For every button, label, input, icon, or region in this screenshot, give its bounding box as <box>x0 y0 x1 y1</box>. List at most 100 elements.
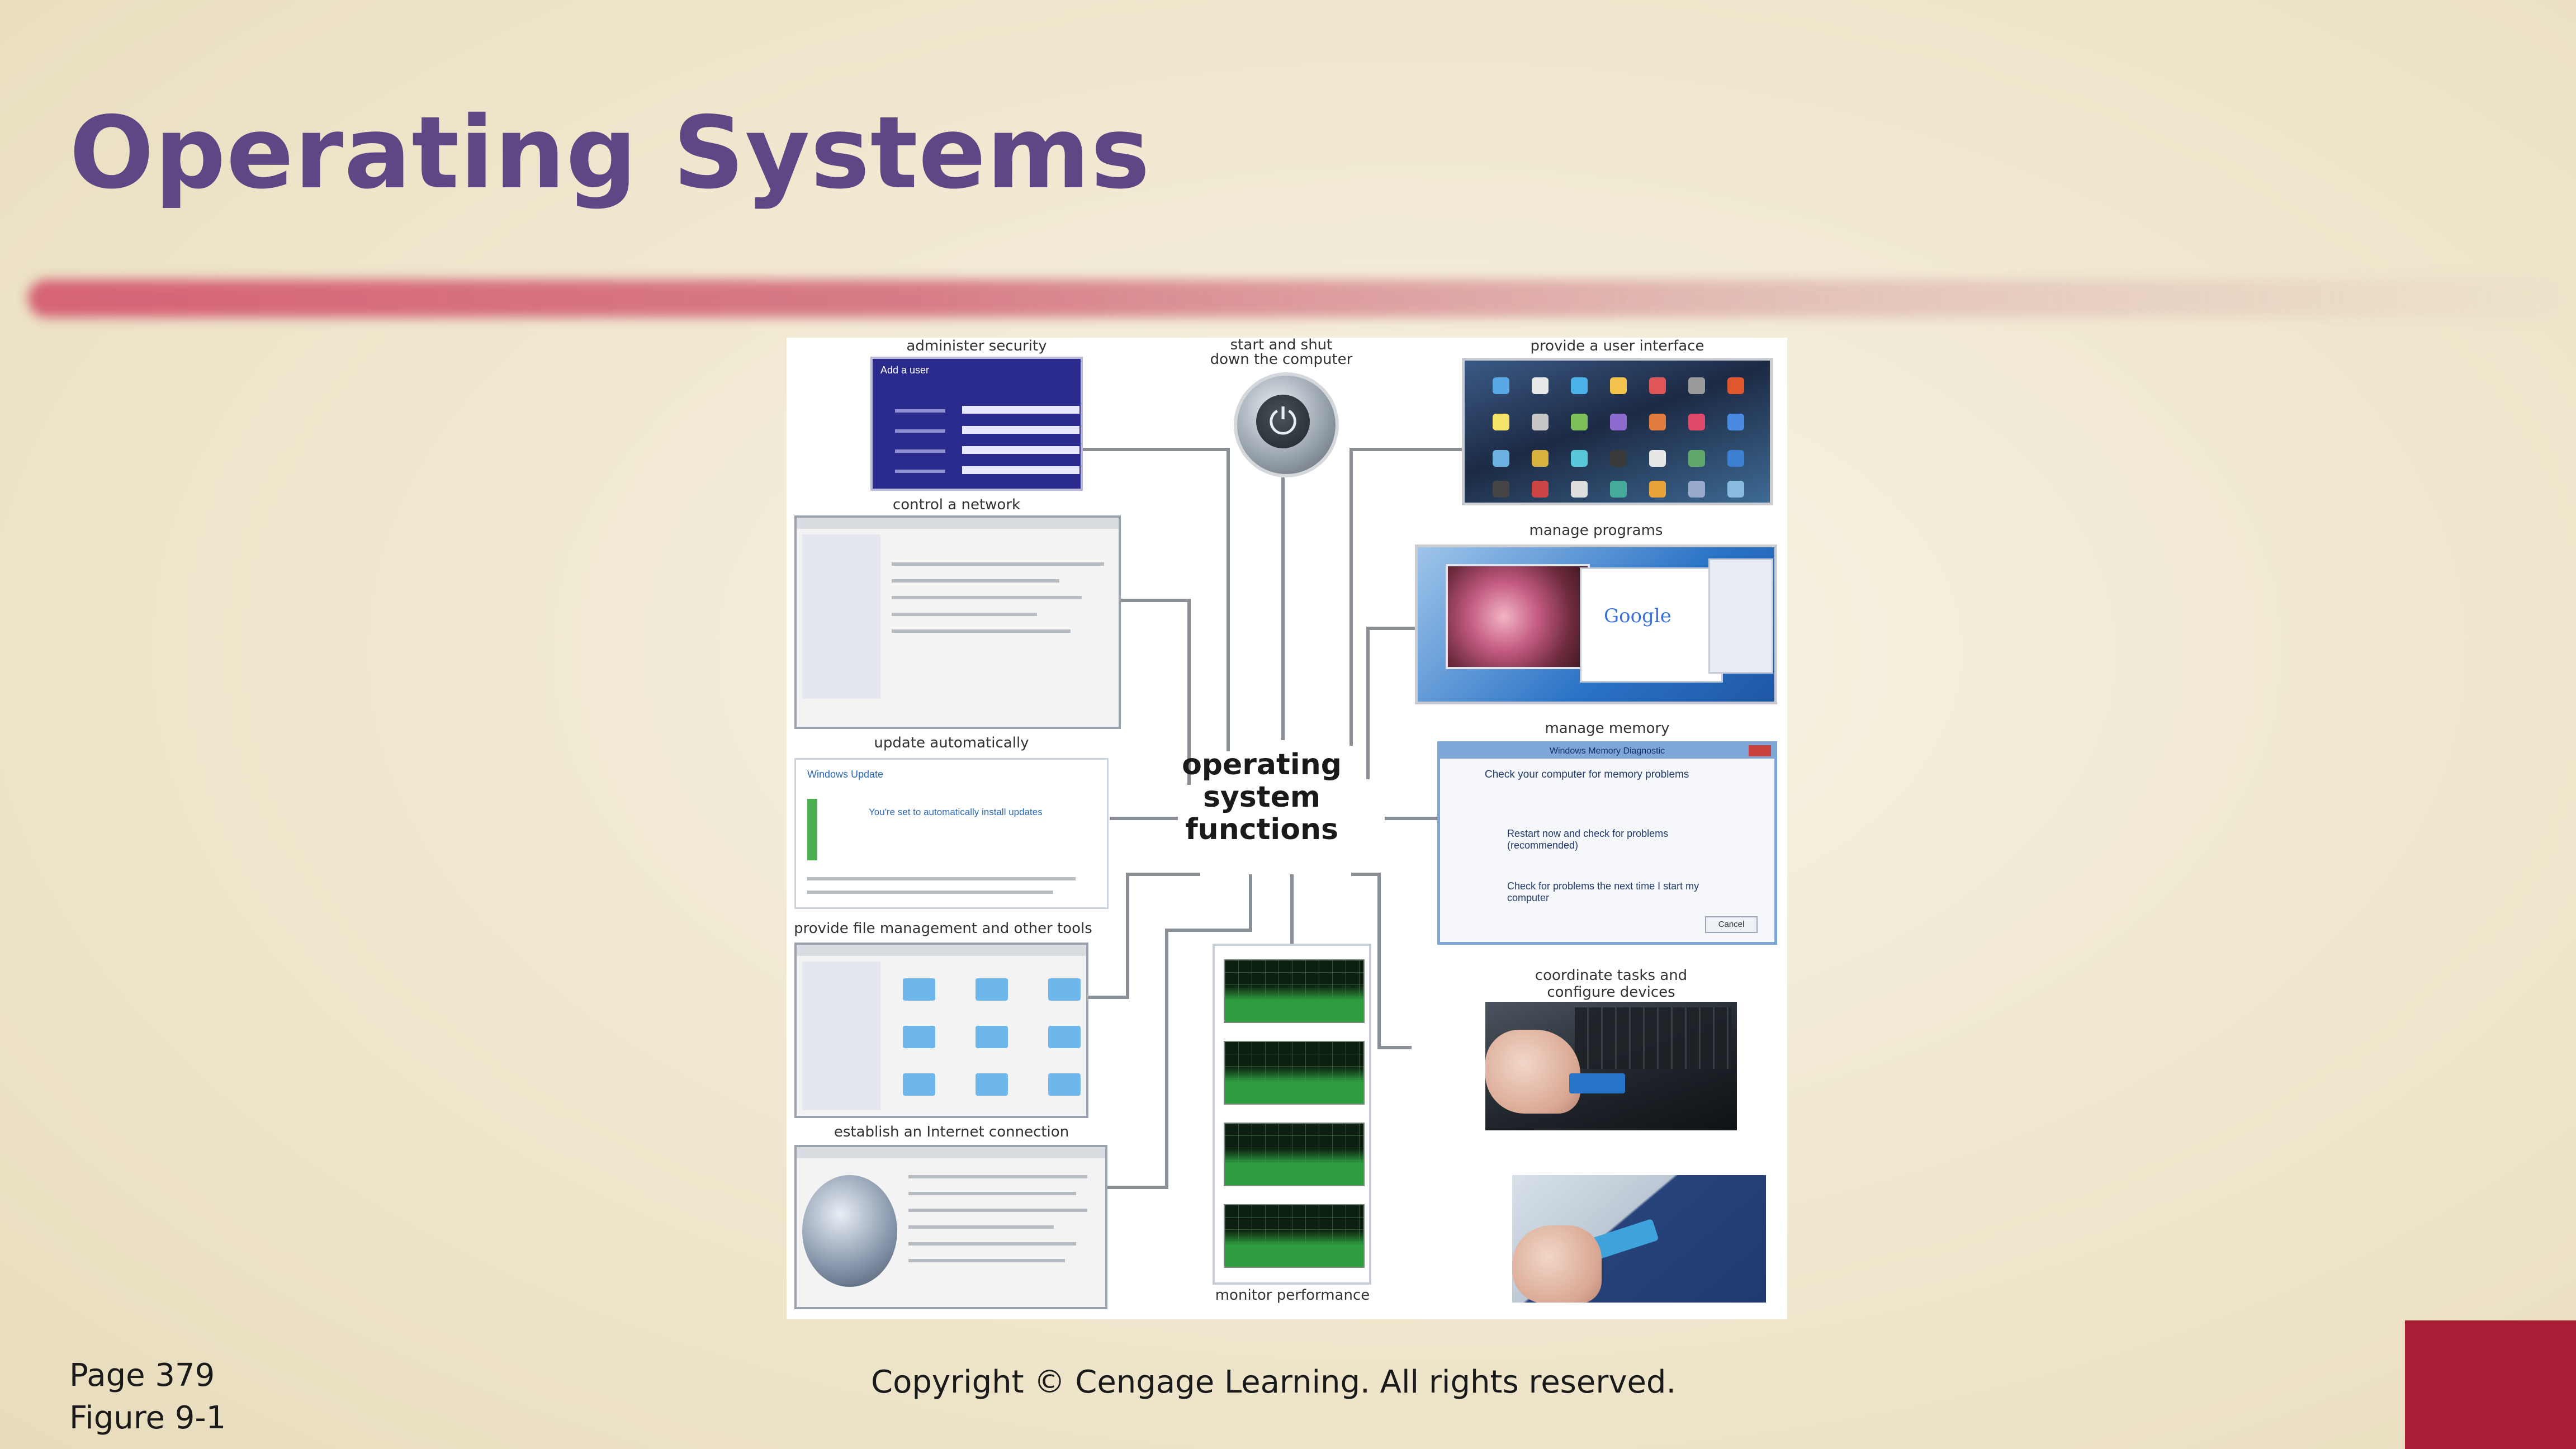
text-line <box>892 629 1071 633</box>
os-functions-figure: administer security start and shut down … <box>787 338 1787 1319</box>
app-icon <box>1610 414 1627 430</box>
cpu-graph <box>1224 959 1365 1023</box>
center-label: operating system functions <box>1182 748 1342 846</box>
connector-ui <box>1349 448 1462 746</box>
network-globe-icon <box>802 1175 897 1287</box>
text-line <box>807 877 1076 880</box>
keyboard <box>1575 1007 1731 1069</box>
page-label: Page 379 <box>69 1357 215 1394</box>
text-line <box>892 579 1059 583</box>
reenter-password-field <box>962 446 1079 454</box>
app-icon <box>1532 450 1549 467</box>
flower-photo <box>1446 564 1590 669</box>
windows-update-screenshot: Windows Update You're set to automatical… <box>794 758 1109 909</box>
text-line <box>892 613 1037 616</box>
copyright-notice: Copyright © Cengage Learning. All rights… <box>871 1364 1677 1400</box>
memory-dialog-title: Windows Memory Diagnostic <box>1440 744 1774 759</box>
connector-lines <box>1083 448 1462 1189</box>
caption-administer-security: administer security <box>906 338 1047 354</box>
text-line <box>908 1192 1076 1195</box>
app-icon <box>1649 414 1666 430</box>
app-icon <box>1493 377 1509 394</box>
memory-option-2: Check for problems the next time I start… <box>1507 880 1699 903</box>
window-titlebar <box>797 945 1086 956</box>
connector-security <box>1083 448 1230 751</box>
network-graph <box>1224 1123 1365 1186</box>
figure-label: Figure 9-1 <box>69 1400 226 1436</box>
password-field <box>962 426 1079 434</box>
hand <box>1512 1225 1602 1303</box>
caption-control-network: control a network <box>892 496 1021 513</box>
memory-graph <box>1224 1204 1365 1268</box>
app-icon <box>1688 450 1705 467</box>
app-icon <box>1610 377 1627 394</box>
app-icon <box>1688 481 1705 498</box>
laptop-usb-photo <box>1485 1002 1737 1130</box>
app-icon <box>1688 414 1705 430</box>
user-name-field <box>962 406 1079 414</box>
connector-internet <box>1107 874 1252 1189</box>
app-icon <box>1727 450 1744 467</box>
app-icon <box>1649 450 1666 467</box>
slide-title: Operating Systems <box>69 95 1150 211</box>
app-icon <box>1727 377 1744 394</box>
caption-coordinate-devices: coordinate tasks and configure devices <box>1535 967 1688 1001</box>
connector-files <box>1088 873 1200 999</box>
caption-internet-connection: establish an Internet connection <box>834 1124 1069 1140</box>
manage-programs-screenshot: Google <box>1415 544 1777 704</box>
caption-file-management: provide file management and other tools <box>794 920 1092 937</box>
app-icon <box>1688 377 1705 394</box>
calculator-window <box>1708 558 1773 674</box>
window-titlebar <box>797 518 1119 529</box>
app-icon <box>1610 450 1627 467</box>
browser-window: Google <box>1580 567 1723 683</box>
app-icon <box>1571 481 1588 498</box>
security-screenshot: Add a user <box>870 357 1083 491</box>
app-icon <box>1493 450 1509 467</box>
folder-icon <box>976 1026 1008 1048</box>
app-icon <box>1532 377 1549 394</box>
app-icon <box>1571 414 1588 430</box>
folder-icon <box>976 978 1008 1001</box>
app-icon <box>1532 414 1549 430</box>
app-icon <box>1610 481 1627 498</box>
google-logo: Google <box>1604 605 1671 627</box>
memory-heading: Check your computer for memory problems <box>1485 769 1689 780</box>
text-line <box>807 891 1053 894</box>
caption-monitor-performance: monitor performance <box>1215 1287 1370 1304</box>
close-icon <box>1749 745 1771 756</box>
cancel-button: Cancel <box>1705 916 1758 933</box>
folder-icon <box>976 1073 1008 1096</box>
memory-diagnostic-screenshot: Windows Memory Diagnostic Check your com… <box>1437 741 1777 945</box>
folder-icon <box>1048 1026 1081 1048</box>
update-status-band <box>807 799 817 860</box>
connector-network <box>1121 599 1191 785</box>
text-line <box>892 596 1082 599</box>
network-screenshot <box>794 515 1121 729</box>
update-dialog-title: Windows Update <box>807 769 884 780</box>
folder-icon <box>1048 978 1081 1001</box>
performance-monitor-screenshot <box>1213 944 1371 1285</box>
field-label <box>895 470 945 473</box>
caption-update-automatically: update automatically <box>874 735 1029 751</box>
text-line <box>908 1225 1054 1229</box>
app-icon <box>1532 481 1549 498</box>
user-interface-screenshot <box>1462 358 1773 505</box>
app-icon <box>1571 450 1588 467</box>
app-icon <box>1727 481 1744 498</box>
memory-option-1: Restart now and check for problems (reco… <box>1507 828 1669 851</box>
title-divider-bar <box>28 280 2566 318</box>
finder-sidebar <box>802 962 880 1110</box>
text-line <box>908 1175 1087 1178</box>
text-line <box>908 1259 1065 1262</box>
window-titlebar <box>797 1147 1105 1158</box>
app-icon <box>1649 481 1666 498</box>
folder-icon <box>903 978 935 1001</box>
app-icon <box>1571 377 1588 394</box>
file-management-screenshot <box>794 943 1088 1118</box>
app-icon <box>1649 377 1666 394</box>
connector-devices <box>1351 873 1412 1049</box>
field-label <box>895 409 945 413</box>
internet-connection-screenshot <box>794 1145 1107 1309</box>
router-cable-photo <box>1512 1175 1766 1303</box>
